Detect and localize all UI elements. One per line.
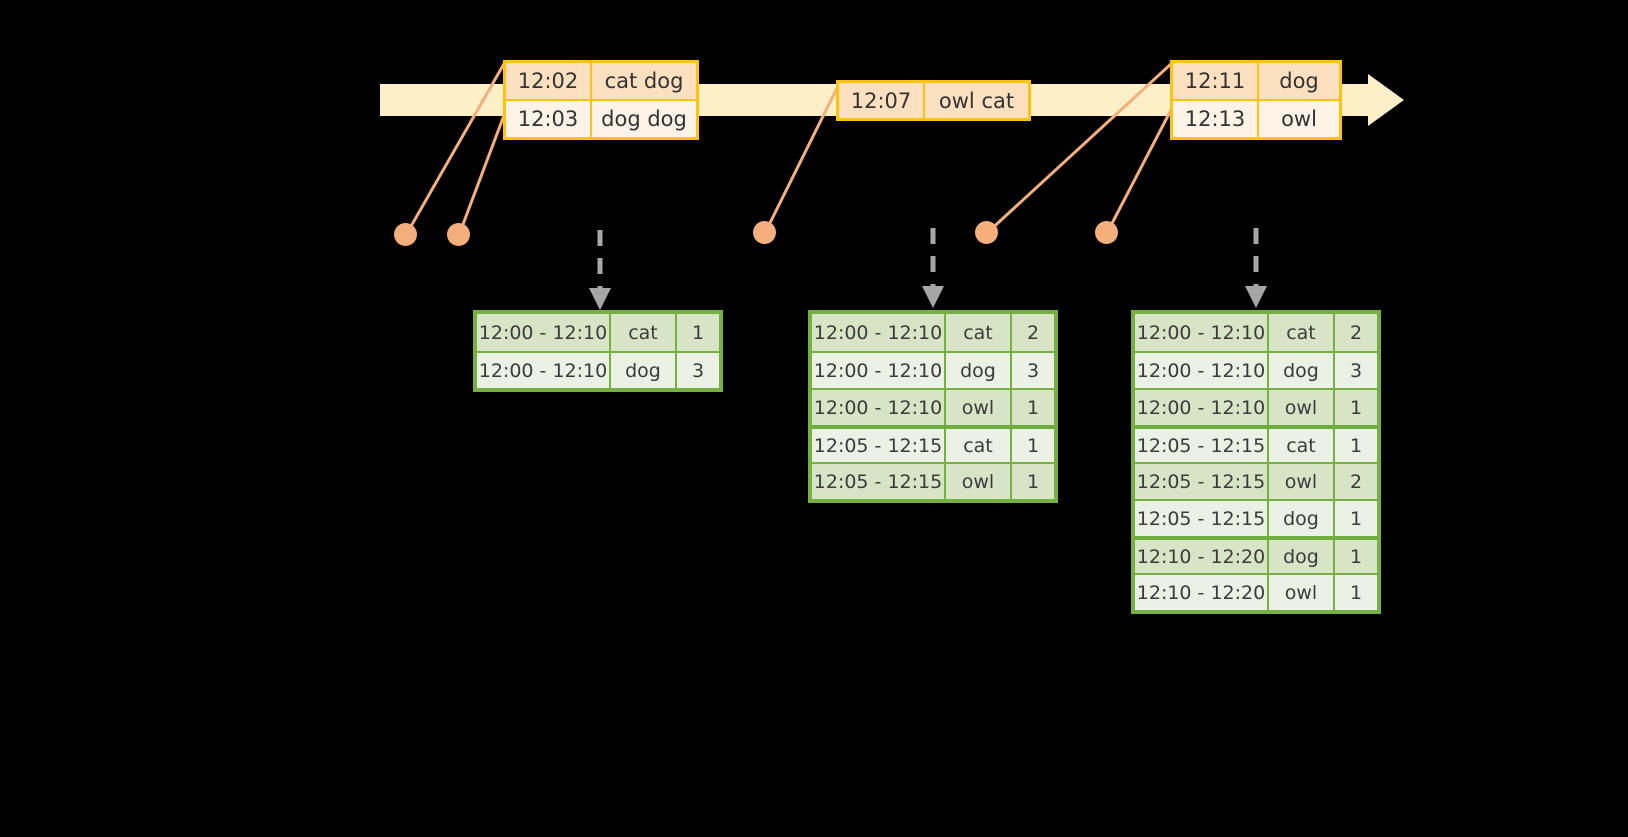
count-cell: 1: [1333, 501, 1377, 536]
connector-dot-3: [753, 221, 776, 244]
window-cell: 12:00 - 12:10: [1135, 314, 1267, 351]
count-cell: 2: [1333, 314, 1377, 351]
key-cell: dog: [944, 353, 1010, 388]
window-cell: 12:00 - 12:10: [1135, 390, 1267, 425]
count-cell: 1: [1010, 464, 1054, 499]
count-cell: 2: [1010, 314, 1054, 351]
event-row: 12:07 owl cat: [839, 83, 1028, 118]
event-time: 12:03: [506, 101, 592, 137]
event-row: 12:13 owl: [1173, 99, 1339, 137]
key-cell: cat: [944, 429, 1010, 462]
count-cell: 1: [675, 314, 719, 351]
connector-dot-1: [394, 223, 417, 246]
window-cell: 12:05 - 12:15: [1135, 501, 1267, 536]
event-time: 12:11: [1173, 63, 1259, 99]
key-cell: cat: [1267, 314, 1333, 351]
event-row: 12:11 dog: [1173, 63, 1339, 99]
count-cell: 1: [1333, 390, 1377, 425]
key-cell: dog: [1267, 501, 1333, 536]
key-cell: cat: [944, 314, 1010, 351]
connector-dot-5: [1095, 221, 1118, 244]
key-cell: dog: [1267, 353, 1333, 388]
window-cell: 12:00 - 12:10: [812, 314, 944, 351]
count-cell: 3: [1010, 353, 1054, 388]
window-cell: 12:05 - 12:15: [1135, 464, 1267, 499]
event-row: 12:02 cat dog: [506, 63, 696, 99]
count-cell: 3: [1333, 353, 1377, 388]
count-cell: 1: [1333, 429, 1377, 462]
event-words: owl: [1259, 101, 1339, 137]
count-cell: 2: [1333, 464, 1377, 499]
key-cell: cat: [609, 314, 675, 351]
event-group-3[interactable]: 12:11 dog 12:13 owl: [1170, 60, 1342, 140]
event-time: 12:07: [839, 83, 925, 118]
window-cell: 12:10 - 12:20: [1135, 540, 1267, 573]
window-cell: 12:00 - 12:10: [1135, 353, 1267, 388]
count-cell: 1: [1010, 390, 1054, 425]
window-cell: 12:00 - 12:10: [477, 353, 609, 388]
count-cell: 1: [1333, 575, 1377, 610]
window-cell: 12:00 - 12:10: [812, 353, 944, 388]
key-cell: owl: [1267, 390, 1333, 425]
key-cell: dog: [1267, 540, 1333, 573]
key-cell: owl: [944, 390, 1010, 425]
key-cell: owl: [944, 464, 1010, 499]
count-cell: 1: [1333, 540, 1377, 573]
window-cell: 12:00 - 12:10: [812, 390, 944, 425]
key-cell: owl: [1267, 575, 1333, 610]
event-time: 12:02: [506, 63, 592, 99]
event-group-1[interactable]: 12:02 cat dog 12:03 dog dog: [503, 60, 699, 140]
key-cell: dog: [609, 353, 675, 388]
dashed-arrow-1: [589, 230, 611, 310]
event-words: dog dog: [592, 101, 696, 137]
event-group-2[interactable]: 12:07 owl cat: [836, 80, 1031, 121]
window-cell: 12:05 - 12:15: [1135, 429, 1267, 462]
window-cell: 12:05 - 12:15: [812, 464, 944, 499]
key-cell: cat: [1267, 429, 1333, 462]
event-words: dog: [1259, 63, 1339, 99]
connector-dot-2: [447, 223, 470, 246]
window-cell: 12:00 - 12:10: [477, 314, 609, 351]
window-cell: 12:05 - 12:15: [812, 429, 944, 462]
count-cell: 3: [675, 353, 719, 388]
event-words: owl cat: [925, 83, 1028, 118]
event-row: 12:03 dog dog: [506, 99, 696, 137]
dashed-arrow-2: [922, 228, 944, 308]
count-cell: 1: [1010, 429, 1054, 462]
event-words: cat dog: [592, 63, 696, 99]
timeline-arrowhead: [1368, 74, 1404, 126]
connector-dot-4: [975, 221, 998, 244]
dashed-arrow-3: [1245, 228, 1267, 308]
event-time: 12:13: [1173, 101, 1259, 137]
window-cell: 12:10 - 12:20: [1135, 575, 1267, 610]
key-cell: owl: [1267, 464, 1333, 499]
